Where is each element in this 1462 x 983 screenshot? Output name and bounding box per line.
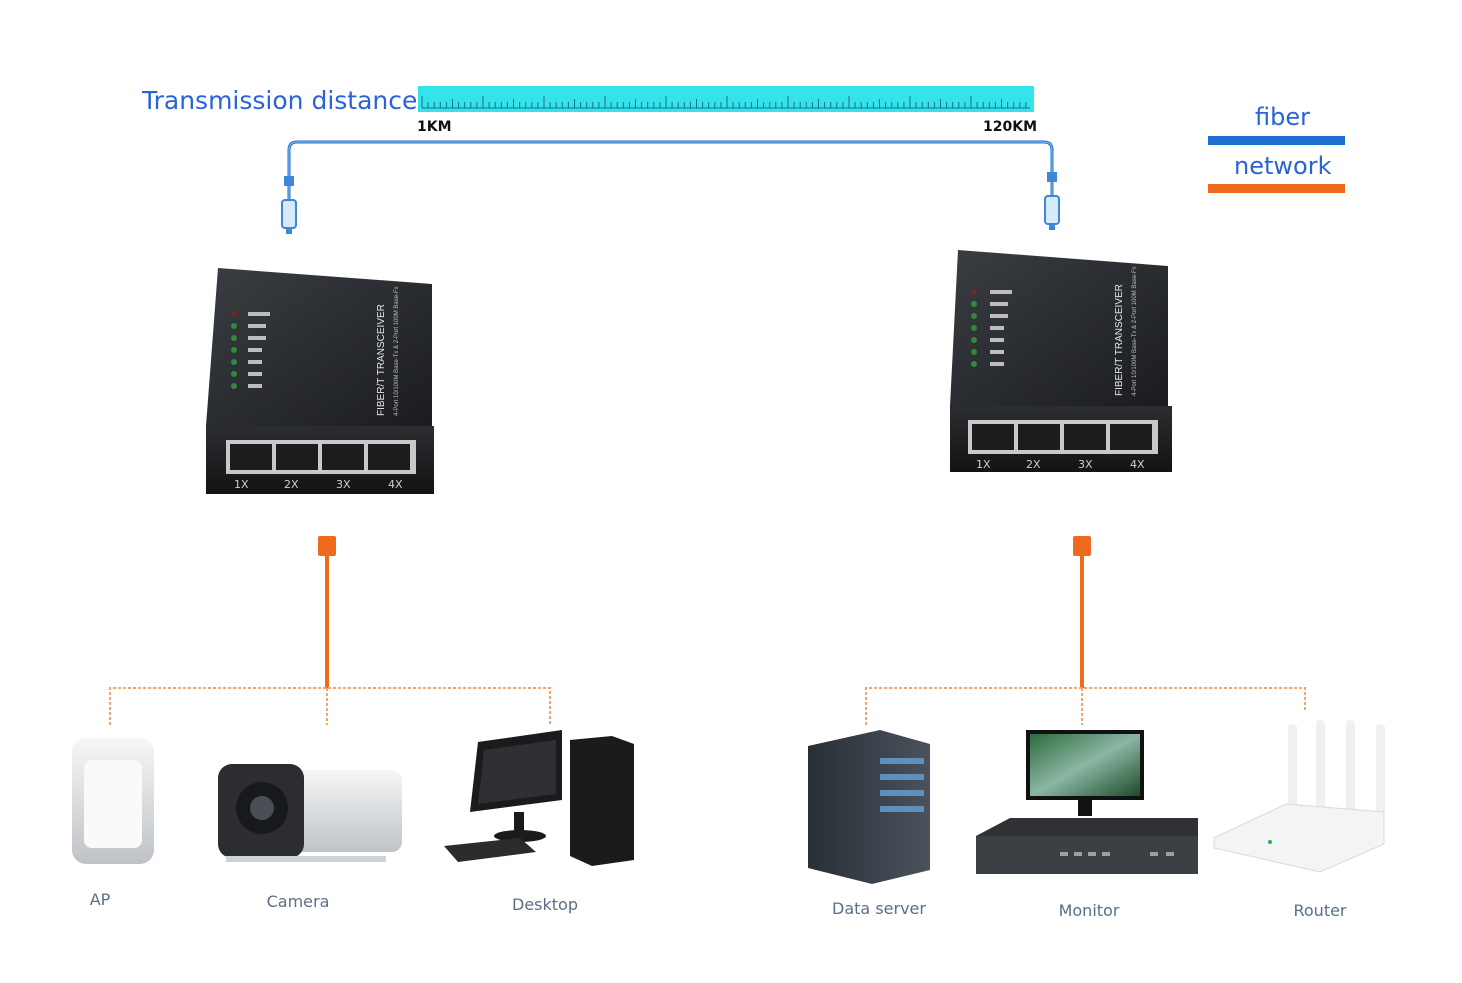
device-label-ap: AP	[89, 890, 111, 909]
distance-scale	[418, 86, 1034, 112]
device-label-router: Router	[1293, 901, 1347, 920]
rj45-ports	[226, 440, 416, 474]
scale-max-label: 120KM	[983, 119, 1038, 135]
legend-fiber-line	[1208, 136, 1345, 145]
device-label-camera: Camera	[266, 892, 330, 911]
desktop-icon	[444, 730, 634, 866]
fiber-connector-right	[1044, 172, 1060, 230]
access-point-icon	[72, 738, 154, 864]
status-leds	[971, 289, 977, 367]
network-cable-right	[865, 536, 1306, 725]
status-leds	[231, 311, 237, 389]
device-label-desktop: Desktop	[512, 895, 578, 914]
legend-network-label: network	[1234, 152, 1332, 180]
rj45-plug-icon	[1073, 536, 1091, 556]
fiber-transceiver-left: FIBER/T TRANSCEIVER 4-Port 10/100M Base-…	[206, 268, 434, 494]
diagram-title: Transmission distance	[142, 86, 418, 115]
port-label: 2X	[1026, 458, 1041, 471]
port-label: 4X	[1130, 458, 1145, 471]
port-label: 4X	[388, 478, 403, 491]
port-label: 3X	[1078, 458, 1093, 471]
port-label: 1X	[976, 458, 991, 471]
scale-ticks	[421, 96, 1030, 109]
brand-text: FIBER/T TRANSCEIVER	[1114, 284, 1125, 396]
port-labels: 1X 2X 3X 4X	[976, 458, 1145, 471]
network-cable-left	[109, 536, 551, 725]
camera-icon	[218, 764, 402, 862]
port-label: 1X	[234, 478, 249, 491]
port-label: 2X	[284, 478, 299, 491]
port-label: 3X	[336, 478, 351, 491]
port-labels: 1X 2X 3X 4X	[234, 478, 403, 491]
monitor-icon	[976, 730, 1198, 874]
scale-min-label: 1KM	[417, 119, 452, 135]
device-label-data-server: Data server	[832, 899, 926, 918]
device-label-monitor: Monitor	[1058, 901, 1120, 920]
legend-fiber-label: fiber	[1255, 103, 1310, 131]
router-icon	[1213, 720, 1385, 873]
data-server-icon	[808, 730, 930, 884]
spec-text: 4-Port 10/100M Base-Tx & 2-Port 100M Bas…	[394, 286, 400, 416]
brand-text: FIBER/T TRANSCEIVER	[376, 304, 387, 416]
fiber-transceiver-right: FIBER/T TRANSCEIVER 4-Port 10/100M Base-…	[950, 250, 1172, 472]
spec-text: 4-Port 10/100M Base-Tx & 2-Port 100M Bas…	[1132, 266, 1138, 396]
rj45-plug-icon	[318, 536, 336, 556]
legend-network-line	[1208, 184, 1345, 193]
fiber-connector-left	[281, 176, 297, 234]
fiber-cable	[281, 140, 1060, 234]
rj45-ports	[968, 420, 1158, 454]
